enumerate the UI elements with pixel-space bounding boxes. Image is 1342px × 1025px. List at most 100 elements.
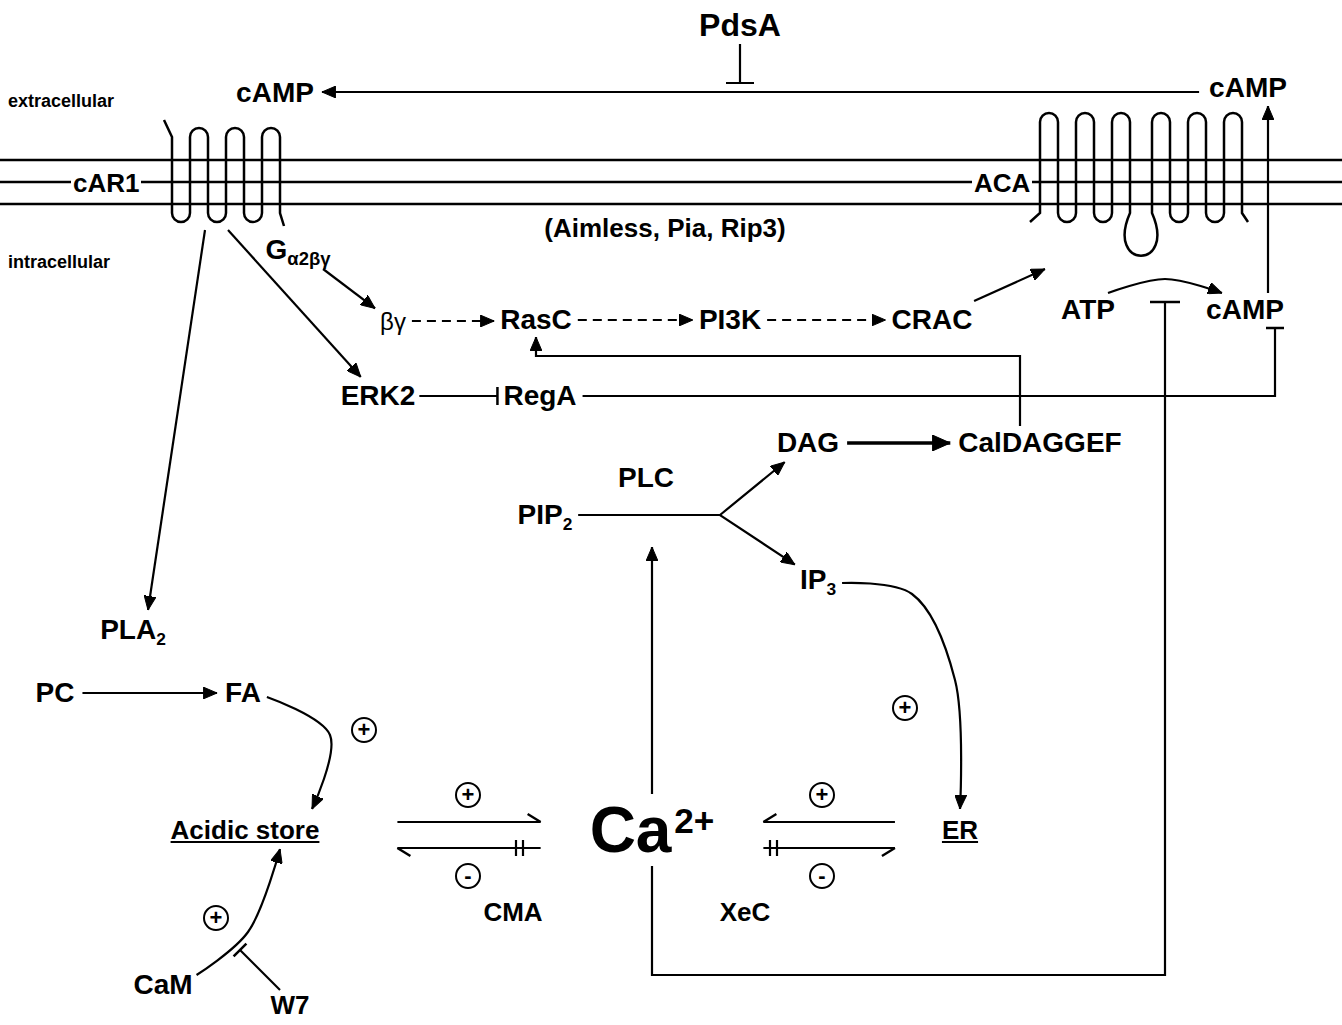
inhibitor-label: CMA <box>483 899 542 925</box>
membrane-line <box>0 159 1342 162</box>
connector <box>322 91 1199 93</box>
compartment-label: extracellular <box>8 92 114 110</box>
connector <box>578 462 784 515</box>
regulation-sign: + <box>809 782 835 808</box>
connector <box>847 441 950 445</box>
calcium-store: ER <box>942 817 978 843</box>
node-text: PI3K <box>699 304 761 335</box>
calcium-store: Acidic store <box>171 817 320 843</box>
transmembrane-helices <box>1030 113 1248 256</box>
signal-molecule: cAMP <box>1209 74 1287 102</box>
inhibition-line <box>240 950 280 990</box>
transmembrane-helices <box>164 120 284 226</box>
inhibitor-label: W7 <box>271 992 310 1018</box>
node-text: G <box>266 234 288 265</box>
enzyme: PLA2 <box>100 616 166 644</box>
subscript-text: 3 <box>826 579 836 599</box>
metabolite: FA <box>225 679 261 707</box>
calcium-ion: Ca2+ <box>590 798 715 862</box>
node-text: ACA <box>972 170 1032 196</box>
node-text: PC <box>36 677 75 708</box>
signal-molecule: cAMP <box>236 79 314 107</box>
connector <box>578 319 693 321</box>
connector <box>536 337 1020 426</box>
regulation-sign: - <box>455 863 481 889</box>
node-text: RegA <box>503 380 576 411</box>
signal-protein: CaM <box>133 971 192 999</box>
connector <box>419 395 497 397</box>
node-text: cAMP <box>1206 294 1284 325</box>
connector <box>1267 106 1269 293</box>
subscript-text: α2βγ <box>287 248 330 269</box>
node-text: Acidic store <box>171 815 320 845</box>
subscript-text: 2 <box>563 514 573 534</box>
node-text: Ca <box>590 794 672 866</box>
connector <box>842 583 961 809</box>
connector <box>323 269 375 308</box>
connector <box>397 821 540 823</box>
connector <box>763 821 895 823</box>
node-text: IP <box>800 564 826 595</box>
connector <box>763 847 895 849</box>
receptor: cAR1 <box>58 118 298 228</box>
node-text: RasC <box>500 304 572 335</box>
metabolite: ATP <box>1061 296 1115 324</box>
regulation-sign: + <box>203 905 229 931</box>
signal-protein: RegA <box>503 382 576 410</box>
signal-protein: PI3K <box>699 306 761 334</box>
node-text: PLC <box>618 462 674 493</box>
signal-protein: ERK2 <box>341 382 416 410</box>
signal-protein: CRAC <box>892 306 973 334</box>
node-text: ER <box>942 815 978 845</box>
node-text: CalDAGGEF <box>958 427 1121 458</box>
node-text: CRAC <box>892 304 973 335</box>
adenylyl-cyclase: ACA <box>958 104 1250 266</box>
connector <box>578 515 795 565</box>
node-text: cAMP <box>236 77 314 108</box>
node-text: βγ <box>380 308 406 335</box>
protein-list-label: (Aimless, Pia, Rip3) <box>544 215 785 241</box>
node-text: cAMP <box>1209 72 1287 103</box>
connector <box>197 849 280 975</box>
connector <box>974 269 1045 301</box>
regulation-sign: + <box>351 717 377 743</box>
metabolite: PC <box>36 679 75 707</box>
node-text: cAR1 <box>71 170 141 196</box>
node-text: ERK2 <box>341 380 416 411</box>
superscript-text: 2+ <box>674 801 714 840</box>
connector <box>767 319 885 321</box>
connector <box>148 230 205 610</box>
connector <box>228 230 361 377</box>
metabolite: PIP2 <box>518 501 573 529</box>
connector <box>397 847 540 849</box>
node-text: DAG <box>777 427 839 458</box>
connector <box>412 320 494 322</box>
regulation-sign: - <box>809 863 835 889</box>
node-text: FA <box>225 677 261 708</box>
g-protein-subunit: βγ <box>380 310 406 334</box>
connector <box>267 697 332 809</box>
subscript-text: 2 <box>156 629 166 649</box>
node-text: ATP <box>1061 294 1115 325</box>
connector <box>651 547 653 794</box>
inhibition-tee <box>726 44 754 83</box>
connector <box>82 692 217 694</box>
g-protein: Gα2βγ <box>266 236 331 264</box>
metabolite: IP3 <box>800 566 836 594</box>
regulation-sign: + <box>892 695 918 721</box>
regulation-sign: + <box>455 782 481 808</box>
connector <box>583 328 1275 396</box>
membrane-line <box>0 181 1342 184</box>
inhibitor-label: PdsA <box>699 9 781 41</box>
metabolite: DAG <box>777 429 839 457</box>
enzyme: PLC <box>618 464 674 492</box>
connector <box>1108 279 1222 293</box>
node-text: CaM <box>133 969 192 1000</box>
signal-protein: RasC <box>500 306 572 334</box>
compartment-label: intracellular <box>8 253 110 271</box>
inhibitor-label: XeC <box>720 899 771 925</box>
node-text: PIP <box>518 499 563 530</box>
